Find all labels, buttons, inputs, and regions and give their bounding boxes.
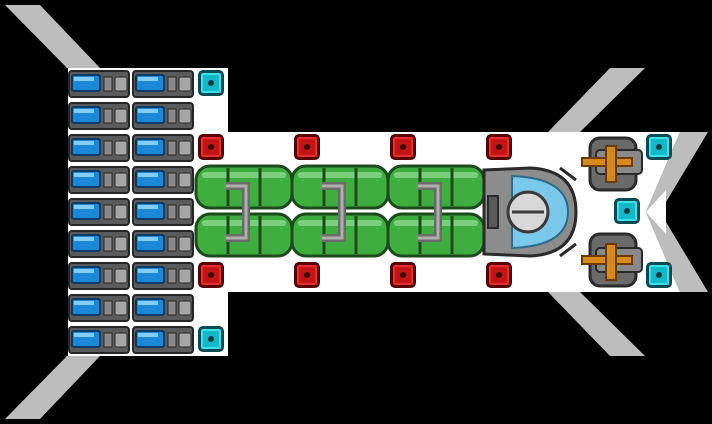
rear-fin-bottom (5, 356, 100, 419)
hardpoint-red-8[interactable] (486, 262, 512, 288)
battery-cell-2 (132, 70, 194, 98)
hardpoint-red-2[interactable] (294, 134, 320, 160)
battery-cell-4 (132, 102, 194, 130)
fuel-pipe (226, 182, 250, 242)
turret-top (581, 136, 643, 192)
battery-cell-11 (68, 230, 130, 258)
battery-cell-6 (132, 134, 194, 162)
hardpoint-cyan-5[interactable] (646, 262, 672, 288)
fuel-pipe (418, 182, 442, 242)
battery-cell-13 (68, 262, 130, 290)
battery-cell-1 (68, 70, 130, 98)
hardpoint-red-7[interactable] (390, 262, 416, 288)
wing-bottom (548, 292, 645, 356)
nose-inner-notch (646, 190, 666, 234)
fuel-pipe (322, 182, 346, 242)
hardpoint-cyan-2[interactable] (198, 326, 224, 352)
turret-bottom (581, 232, 643, 288)
battery-cell-18 (132, 326, 194, 354)
rear-fin-top (5, 5, 100, 68)
hardpoint-red-1[interactable] (198, 134, 224, 160)
hardpoint-red-4[interactable] (486, 134, 512, 160)
battery-cell-16 (132, 294, 194, 322)
battery-cell-14 (132, 262, 194, 290)
battery-cell-12 (132, 230, 194, 258)
battery-cell-9 (68, 198, 130, 226)
nose-prong-top (646, 132, 708, 212)
battery-cell-10 (132, 198, 194, 226)
hardpoint-cyan-4[interactable] (614, 198, 640, 224)
battery-cell-7 (68, 166, 130, 194)
battery-cell-8 (132, 166, 194, 194)
wing-top (548, 68, 645, 132)
battery-cell-5 (68, 134, 130, 162)
battery-cell-15 (68, 294, 130, 322)
hardpoint-red-5[interactable] (198, 262, 224, 288)
hardpoint-red-3[interactable] (390, 134, 416, 160)
battery-cell-17 (68, 326, 130, 354)
battery-cell-3 (68, 102, 130, 130)
nose-prong-bottom (646, 212, 708, 292)
hardpoint-cyan-3[interactable] (646, 134, 672, 160)
hardpoint-red-6[interactable] (294, 262, 320, 288)
hardpoint-cyan-1[interactable] (198, 70, 224, 96)
